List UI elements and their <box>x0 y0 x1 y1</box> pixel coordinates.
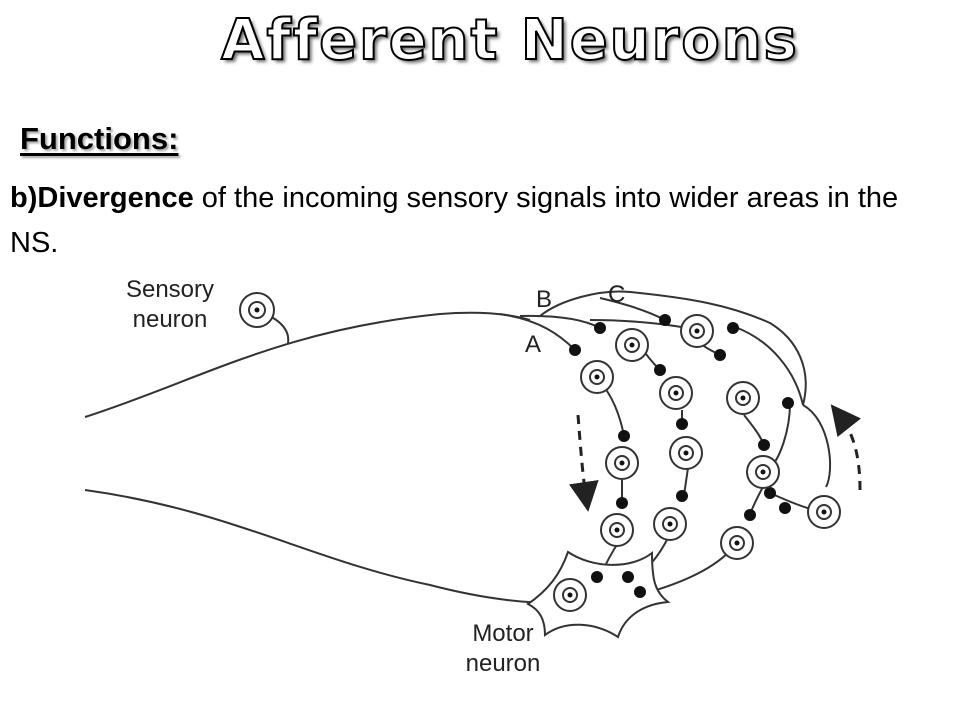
motor-neuron-cell <box>553 578 587 612</box>
ascending-arrow <box>830 404 862 491</box>
neuron-cell <box>580 360 614 394</box>
sensory-neuron-cell <box>239 292 275 328</box>
sensory-label-line2: neuron <box>133 306 208 333</box>
point-prefix: b) <box>10 182 38 214</box>
neuron-cell <box>680 314 714 348</box>
neuron-cell-bodies <box>239 292 841 612</box>
pathway-c-label: C <box>608 281 625 308</box>
point-term: Divergence <box>37 182 194 214</box>
neuron-cell <box>726 381 760 415</box>
nerve-outline <box>84 290 807 604</box>
slide-title: Afferent Neurons <box>220 7 799 74</box>
pathway-b-label: B <box>536 286 552 313</box>
pathway-a-label: A <box>525 331 541 358</box>
sensory-label-line1: Sensory <box>126 276 214 303</box>
neuron-cell <box>807 495 841 529</box>
motor-neuron-body <box>526 550 671 639</box>
divergence-point: b)Divergence of the incoming sensory sig… <box>10 176 950 266</box>
neuron-cell <box>605 446 639 480</box>
neuron-cell <box>653 507 687 541</box>
point-description: of the incoming sensory signals into wid… <box>10 182 899 259</box>
motor-label-line1: Motor <box>472 620 533 647</box>
neuron-cell <box>659 376 693 410</box>
descending-arrow <box>568 414 599 512</box>
neuron-cell <box>669 436 703 470</box>
neuron-cell <box>600 513 634 547</box>
functions-heading: Functions: <box>20 121 179 156</box>
neuron-cell <box>720 526 754 560</box>
synaptic-terminals <box>569 314 794 598</box>
motor-label-line2: neuron <box>466 650 541 677</box>
neuron-cell <box>746 455 780 489</box>
neuron-cell <box>615 328 649 362</box>
